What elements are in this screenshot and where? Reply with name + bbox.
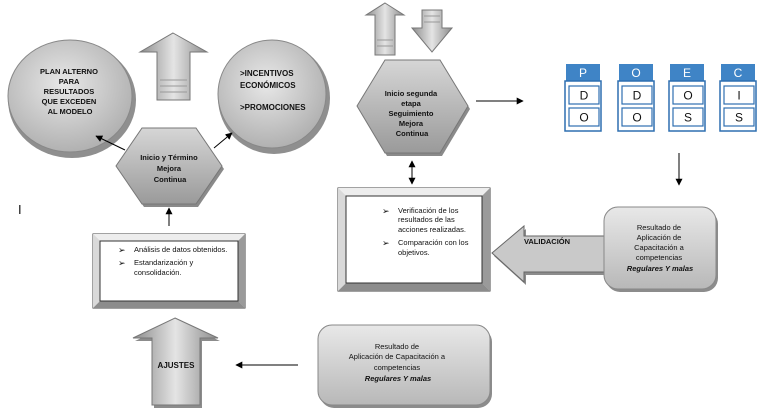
- pdec-header: [721, 64, 755, 81]
- svg-text:>INCENTIVOS ECONÓMICOS: >INCENTIVOS ECONÓMICOS >PROMOCIONES: [240, 69, 306, 112]
- pdec-header-label: C: [734, 66, 743, 80]
- pdec-cell-label: O: [683, 89, 692, 103]
- pdec-header: [619, 64, 653, 81]
- second-stage-line: Continua: [396, 129, 429, 138]
- analysis-text: ➢ Análisis de datos obtenidos. ➢ Estandari…: [118, 245, 236, 281]
- result-bottom-line: Aplicación de Capacitación a: [349, 352, 446, 361]
- verification-text: ➢ Verificación de los resultados de las a…: [382, 206, 474, 261]
- pdec-cell-label: O: [632, 111, 641, 125]
- result-right-box: Resultado de Aplicación de Capacitación …: [603, 206, 718, 292]
- verification-item-text: Verificación de los resultados de las ac…: [398, 206, 466, 234]
- alt-plan-line: RESULTADOS: [44, 87, 95, 96]
- second-stage-line: Mejora: [399, 119, 424, 128]
- pdec-cell: [568, 85, 600, 105]
- analysis-item-text: Estandarización y consolidación.: [134, 258, 194, 277]
- start-node-line: Continua: [154, 175, 187, 184]
- arrow-to-alt-plan: [95, 135, 126, 151]
- alt-plan-line: PARA: [59, 77, 80, 86]
- second-stage-line: Inicio segunda: [385, 89, 438, 98]
- small-down-arrow-icon: [410, 9, 454, 53]
- ajustes-label: AJUSTES: [158, 361, 196, 370]
- incentives-line: ECONÓMICOS: [240, 81, 296, 90]
- verification-item-text: Comparación con los objetivos.: [398, 238, 469, 257]
- pdec-header: [670, 64, 704, 81]
- result-bottom-emphasis: Regulares Y malas: [365, 374, 431, 383]
- pdec-cell-label: I: [737, 89, 740, 103]
- alt-plan-node: PLAN ALTERNO PARA RESULTADOS QUE EXCEDEN…: [7, 39, 136, 158]
- svg-text:Inicio segunda etapa: Inicio segunda etapa Seguimiento Mejora …: [385, 89, 440, 138]
- pdec-cell-label: S: [684, 111, 692, 125]
- incentives-line: >INCENTIVOS: [240, 69, 294, 78]
- pdec-cell: [621, 85, 653, 105]
- result-right-line: competencias: [636, 253, 683, 262]
- pdec-cell: [621, 107, 653, 127]
- pdec-cell-label: O: [579, 111, 588, 125]
- pdec-header-label: P: [579, 66, 587, 80]
- pdec-cell: [568, 107, 600, 127]
- incentives-line: >PROMOCIONES: [240, 103, 306, 112]
- result-right-line: Resultado de: [637, 223, 681, 232]
- analysis-item: ➢ Análisis de datos obtenidos.: [118, 245, 236, 255]
- second-stage-line: etapa: [401, 99, 421, 108]
- pdec-cell-label: D: [633, 89, 642, 103]
- second-stage-line: Seguimiento: [388, 109, 433, 118]
- bullet-arrow-icon: ➢: [118, 258, 126, 269]
- pdec-cell-label: S: [735, 111, 743, 125]
- pdec-cell: [723, 85, 755, 105]
- connectors: [95, 97, 683, 369]
- alt-plan-line: QUE EXCEDEN: [42, 97, 97, 106]
- bullet-arrow-icon: ➢: [118, 245, 126, 255]
- pdec-header-label: E: [683, 66, 691, 80]
- pdec-cell-label: D: [580, 89, 589, 103]
- ajustes-arrow: AJUSTES: [132, 317, 220, 408]
- alt-plan-line: AL MODELO: [48, 107, 93, 116]
- svg-text:Inicio y Término Mejora: Inicio y Término Mejora Continua: [140, 153, 200, 184]
- start-node-line: Inicio y Término: [140, 153, 198, 162]
- svg-text:Resultado de Aplicación: Resultado de Aplicación de Capacitación …: [349, 342, 447, 383]
- pdec-header: [566, 64, 600, 81]
- result-right-line: Aplicación de: [637, 233, 682, 242]
- validation-arrow: VALIDACIÓN: [491, 224, 608, 285]
- pdec-cell: [672, 85, 704, 105]
- verification-box: [337, 187, 491, 292]
- result-bottom-line: competencias: [374, 363, 421, 372]
- second-stage-node: Inicio segunda etapa Seguimiento Mejora …: [356, 59, 470, 156]
- result-right-emphasis: Regulares Y malas: [627, 264, 693, 273]
- result-right-line: Capacitación a: [634, 243, 684, 252]
- bullet-arrow-icon: ➢: [382, 238, 390, 249]
- pdec-header-label: O: [631, 66, 640, 80]
- up-arrow-icon: [138, 32, 209, 101]
- verification-item: ➢ Comparación con los objetivos.: [382, 238, 474, 257]
- bullet-arrow-icon: ➢: [382, 206, 390, 216]
- svg-text:PLAN ALTERNO PARA: PLAN ALTERNO PARA RESULTADOS QUE EXCEDEN…: [40, 67, 100, 116]
- analysis-box: [92, 233, 246, 309]
- verification-item: ➢ Verificación de los resultados de las a…: [382, 206, 474, 234]
- text-cursor-mark: I: [18, 202, 22, 217]
- analysis-item: ➢ Estandarización y consolidación.: [118, 258, 236, 277]
- start-node-line: Mejora: [157, 164, 182, 173]
- pdec-cell: [672, 107, 704, 127]
- result-bottom-box: Resultado de Aplicación de Capacitación …: [317, 324, 492, 408]
- alt-plan-line: PLAN ALTERNO: [40, 67, 98, 76]
- validation-label: VALIDACIÓN: [524, 237, 570, 246]
- pdec-cell: [723, 107, 755, 127]
- arrow-to-incentives: [213, 132, 233, 149]
- svg-text:Resultado de Aplicación: Resultado de Aplicación de Capacitación …: [627, 223, 693, 273]
- analysis-item-text: Análisis de datos obtenidos.: [134, 245, 228, 254]
- small-up-arrow-icon: [364, 2, 406, 56]
- result-bottom-line: Resultado de: [375, 342, 419, 351]
- start-node: Inicio y Término Mejora Continua: [115, 127, 224, 207]
- incentives-node: >INCENTIVOS ECONÓMICOS >PROMOCIONES: [217, 39, 330, 154]
